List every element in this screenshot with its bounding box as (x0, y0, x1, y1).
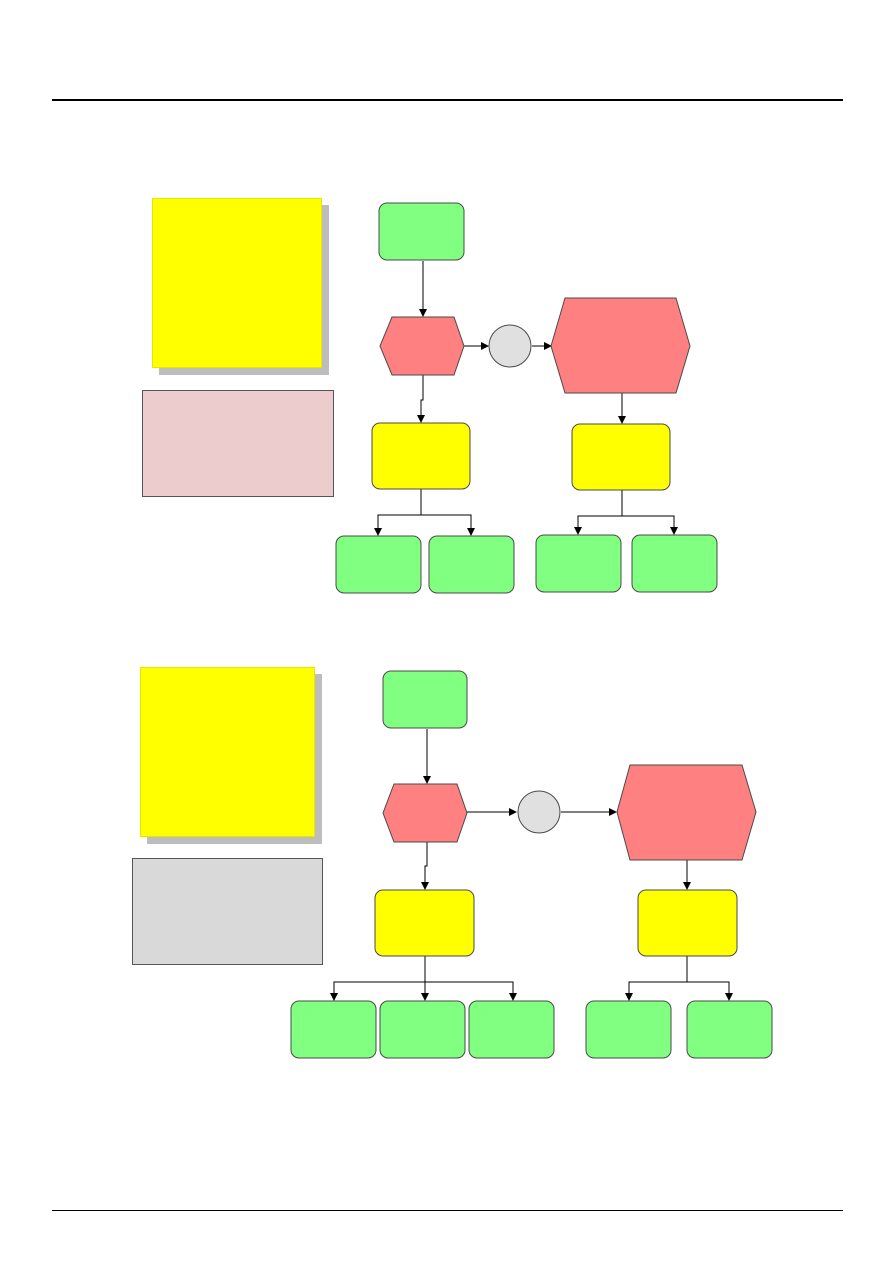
function-right (571, 423, 671, 491)
arrow-function-to-event-d (622, 515, 678, 535)
trigger-hexagon (379, 316, 465, 376)
arrow-trigger-to-function (417, 375, 425, 423)
xor-operator (488, 324, 532, 368)
arrow-trigger-to-function (421, 842, 429, 890)
header-rule (52, 99, 843, 101)
arrow-function-to-event-a (330, 956, 426, 1001)
note-face (140, 667, 315, 837)
process-hexagon (550, 297, 691, 394)
process-hexagon (616, 764, 757, 861)
diagram-1-legend-box (142, 390, 334, 497)
result-event-a (335, 535, 422, 594)
function-left (374, 889, 475, 957)
arrow-function-to-event-d (625, 956, 688, 1001)
result-event-b (428, 535, 515, 594)
xor-operator (517, 790, 561, 834)
function-left (371, 422, 471, 490)
result-event-d (585, 1000, 672, 1059)
arrow-function-to-event-c (425, 981, 517, 1001)
footer-rule (52, 1210, 843, 1211)
result-event-c (468, 1000, 555, 1059)
arrow-function-to-event-a (374, 489, 422, 536)
arrow-function-to-event-c (574, 490, 623, 535)
diagram-2 (290, 670, 773, 1059)
start-event (382, 670, 468, 729)
note-face (152, 198, 322, 368)
diagram-1 (335, 202, 718, 594)
result-event-c (535, 534, 622, 593)
result-event-e (686, 1000, 773, 1059)
diagram-1-connectors (374, 261, 678, 536)
trigger-hexagon (382, 783, 468, 843)
result-event-d (631, 534, 718, 593)
diagram-2-legend-box (132, 858, 323, 965)
diagram-1-note (152, 198, 329, 375)
function-right (637, 889, 738, 957)
arrow-function-to-event-e (687, 981, 733, 1001)
arrow-function-to-event-b (421, 514, 475, 536)
diagram-2-note (140, 667, 322, 844)
diagram-2-connectors (330, 729, 733, 1001)
result-event-a (290, 1000, 377, 1059)
result-event-b (379, 1000, 466, 1059)
start-event (378, 202, 465, 261)
